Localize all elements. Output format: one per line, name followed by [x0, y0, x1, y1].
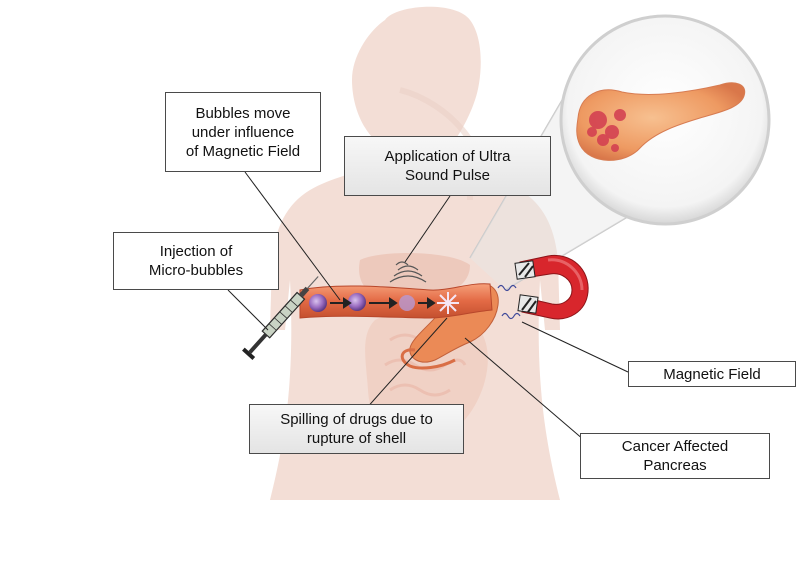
label-spilling-text: Spilling of drugs due to rupture of shel…: [280, 411, 433, 447]
label-cancer-pancreas: Cancer Affected Pancreas: [580, 433, 770, 479]
leader-spilling: [364, 317, 448, 411]
leader-injection: [227, 289, 269, 331]
drug-burst-icon: [437, 292, 459, 314]
ultrasound-wave-icon: [389, 261, 427, 283]
bubble: [309, 294, 327, 312]
label-ultrasound: Application of Ultra Sound Pulse: [344, 136, 551, 196]
label-spilling: Spilling of drugs due to rupture of shel…: [249, 404, 464, 454]
label-cancer-pancreas-text: Cancer Affected Pancreas: [621, 438, 729, 474]
label-bubbles-move: Bubbles move under influence of Magnetic…: [165, 92, 321, 172]
leader-magnetic-field: [521, 321, 629, 373]
label-ultrasound-text: Application of Ultra Sound Pulse: [384, 148, 511, 184]
label-injection: Injection of Micro-bubbles: [113, 232, 279, 290]
label-injection-text: Injection of Micro-bubbles: [148, 243, 244, 279]
bubble-rupturing: [399, 295, 415, 311]
magnet-icon: [514, 254, 589, 320]
bubble: [348, 293, 366, 311]
label-magnetic-field: Magnetic Field: [628, 361, 796, 387]
magnified-pancreas-lens: [559, 14, 771, 226]
blood-vessel: [299, 283, 493, 319]
tumor-spots: [587, 109, 626, 152]
leader-cancer-pancreas: [464, 337, 585, 441]
flow-arrows: [330, 297, 436, 309]
label-bubbles-move-text: Bubbles move under influence of Magnetic…: [185, 104, 301, 160]
label-magnetic-field-text: Magnetic Field: [663, 365, 761, 383]
magnetic-field-waves: [497, 284, 521, 320]
syringe-icon: [242, 276, 319, 360]
micro-bubbles: [309, 292, 459, 314]
leader-bubbles-move: [244, 171, 341, 301]
callout-lines: [227, 171, 629, 441]
leader-ultrasound: [404, 195, 451, 263]
